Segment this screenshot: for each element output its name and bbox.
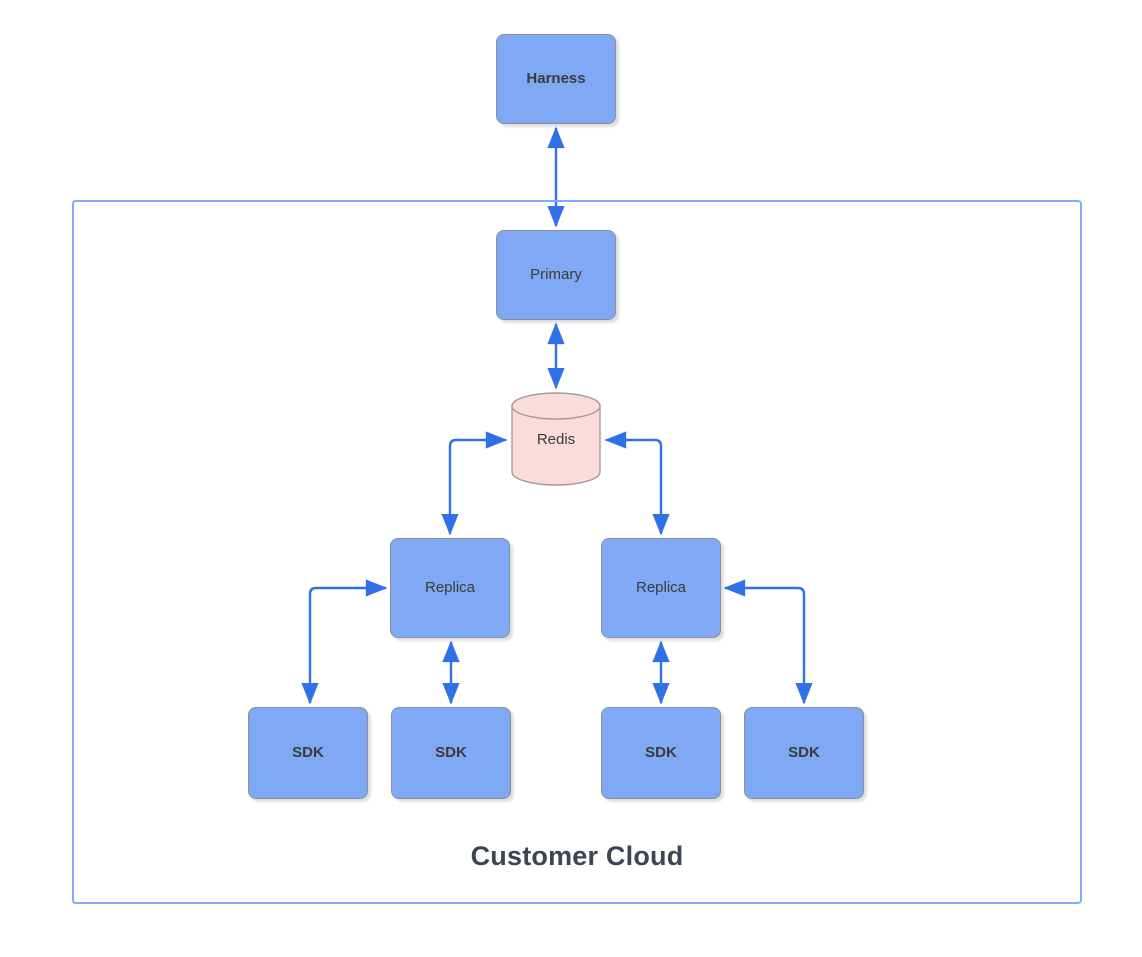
- customer-cloud-boundary: [72, 200, 1082, 904]
- customer-cloud-label: Customer Cloud: [470, 841, 684, 871]
- node-replica-left[interactable]: Replica: [390, 538, 510, 638]
- node-sdk-2-label: SDK: [435, 744, 467, 761]
- node-replica-right-label: Replica: [635, 579, 687, 596]
- node-sdk-4-label: SDK: [788, 744, 820, 761]
- node-sdk-1[interactable]: SDK: [248, 707, 368, 799]
- node-sdk-3-label: SDK: [645, 744, 677, 761]
- node-replica-left-label: Replica: [424, 579, 476, 596]
- node-harness[interactable]: Harness: [496, 34, 616, 124]
- cylinder-top-shape: [511, 392, 601, 420]
- cylinder-body-shape: [511, 405, 601, 486]
- node-primary-label: Primary: [530, 266, 582, 283]
- node-primary[interactable]: Primary: [496, 230, 616, 320]
- node-replica-right[interactable]: Replica: [601, 538, 721, 638]
- node-sdk-2[interactable]: SDK: [391, 707, 511, 799]
- node-harness-label: Harness: [526, 70, 586, 87]
- node-sdk-4[interactable]: SDK: [744, 707, 864, 799]
- node-redis[interactable]: Redis: [511, 392, 601, 486]
- node-sdk-3[interactable]: SDK: [601, 707, 721, 799]
- node-sdk-1-label: SDK: [292, 744, 324, 761]
